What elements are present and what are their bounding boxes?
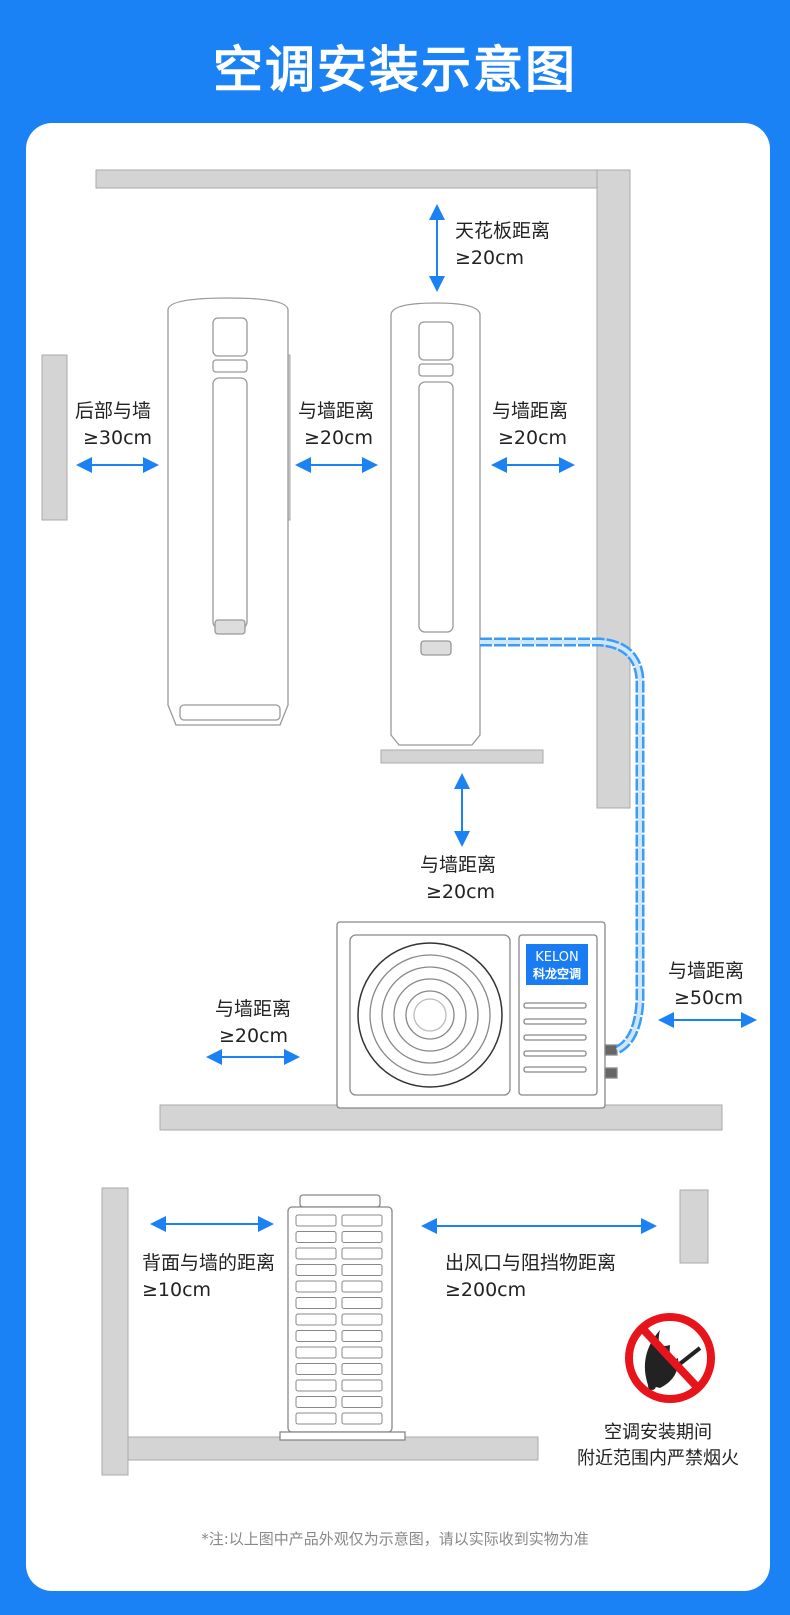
label-name: 背面与墙的距离 bbox=[142, 1252, 276, 1274]
label-name: 后部与墙 bbox=[75, 400, 152, 422]
side-left-distance-label: 与墙距离 ≥20cm bbox=[298, 398, 374, 452]
vent-slot bbox=[341, 1280, 383, 1293]
outdoor-left-distance-label: 与墙距离 ≥20cm bbox=[215, 996, 291, 1050]
vent-slot bbox=[295, 1231, 337, 1243]
label-name: 与墙距离 bbox=[215, 998, 292, 1020]
warning-line-1: 空调安装期间 bbox=[604, 1422, 712, 1443]
indoor-unit-back bbox=[167, 297, 289, 726]
vent-slot bbox=[341, 1346, 383, 1359]
outdoor-back-distance-label: 背面与墙的距离 ≥10cm bbox=[142, 1250, 275, 1304]
vent-slot bbox=[341, 1264, 383, 1276]
vent-slot bbox=[341, 1313, 383, 1326]
vent-slot bbox=[341, 1214, 383, 1227]
side-right-distance-label: 与墙距离 ≥20cm bbox=[492, 398, 568, 452]
vent-slot bbox=[295, 1297, 337, 1309]
distance-arrows bbox=[76, 204, 757, 1234]
indoor-unit-front bbox=[390, 302, 481, 746]
label-name: 出风口与阻挡物距离 bbox=[445, 1252, 617, 1274]
label-name: 与墙距离 bbox=[298, 400, 375, 422]
vent-slot bbox=[295, 1313, 337, 1326]
label-value: ≥200cm bbox=[445, 1279, 527, 1301]
vent-slot bbox=[295, 1214, 337, 1227]
outdoor-front-distance-label: 出风口与阻挡物距离 ≥200cm bbox=[445, 1250, 616, 1304]
label-value: ≥10cm bbox=[142, 1279, 212, 1301]
no-fire-icon bbox=[625, 1313, 715, 1403]
vent-slot bbox=[341, 1247, 383, 1260]
ceiling-distance-label: 天花板距离 ≥20cm bbox=[455, 218, 550, 272]
vent-slot bbox=[341, 1363, 383, 1375]
brand-logo-cn: 科龙空调 bbox=[533, 966, 581, 981]
vent-slot bbox=[295, 1280, 337, 1293]
label-name: 与墙距离 bbox=[492, 400, 569, 422]
vent-slot bbox=[295, 1396, 337, 1408]
label-value: ≥20cm bbox=[219, 1025, 289, 1047]
outdoor-right-distance-label: 与墙距离 ≥50cm bbox=[668, 958, 744, 1012]
vent-slot bbox=[341, 1379, 383, 1392]
label-value: ≥30cm bbox=[83, 427, 153, 449]
back-wall-distance-label: 后部与墙 ≥30cm bbox=[75, 398, 152, 452]
label-value: ≥20cm bbox=[498, 427, 568, 449]
vent-slot bbox=[295, 1346, 337, 1359]
brand-logo-en: KELON bbox=[535, 950, 578, 965]
outdoor-unit-top-view bbox=[279, 1194, 406, 1441]
walls bbox=[41, 169, 723, 1476]
vent-slot bbox=[341, 1396, 383, 1408]
warning-text: 空调安装期间附近范围内严禁烟火 bbox=[568, 1420, 748, 1472]
label-value: ≥50cm bbox=[674, 987, 744, 1009]
label-value: ≥20cm bbox=[304, 427, 374, 449]
vent-slot bbox=[295, 1264, 337, 1276]
vent-slot bbox=[341, 1330, 383, 1342]
vent-slot bbox=[295, 1412, 337, 1425]
vent-slot bbox=[295, 1330, 337, 1342]
vent-slot bbox=[341, 1231, 383, 1243]
label-value: ≥20cm bbox=[426, 881, 496, 903]
warning-line-2: 附近范围内严禁烟火 bbox=[577, 1448, 739, 1469]
brand-logo bbox=[526, 944, 588, 985]
vent-slot bbox=[341, 1412, 383, 1425]
vent-slot bbox=[295, 1379, 337, 1392]
vent-slot bbox=[341, 1297, 383, 1309]
disclaimer-note: *注:以上图中产品外观仅为示意图，请以实际收到实物为准 bbox=[201, 1530, 589, 1548]
below-shelf-distance-label: 与墙距离 ≥20cm bbox=[420, 852, 496, 906]
vent-slot bbox=[295, 1363, 337, 1375]
label-value: ≥20cm bbox=[455, 247, 525, 269]
label-name: 天花板距离 bbox=[455, 220, 551, 242]
label-name: 与墙距离 bbox=[668, 960, 745, 982]
label-name: 与墙距离 bbox=[420, 854, 497, 876]
page-title: 空调安装示意图 bbox=[213, 41, 577, 99]
vent-slot bbox=[295, 1247, 337, 1260]
